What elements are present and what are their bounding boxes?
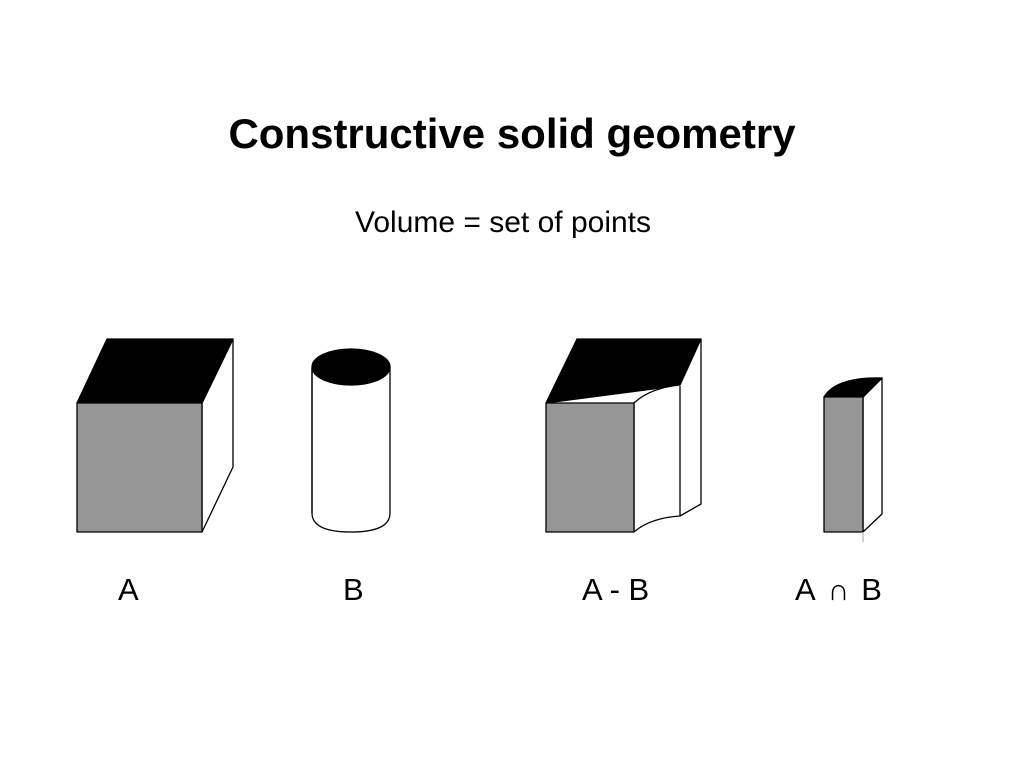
shape-amb-cut-surface <box>633 338 702 533</box>
label-a-minus-b: A - B <box>582 572 650 607</box>
shape-aib-top-face <box>823 377 883 398</box>
label-aib-right: B <box>861 572 882 607</box>
shape-a-minus-b <box>545 338 702 533</box>
shape-aib-front-face <box>823 396 864 533</box>
intersection-symbol: ∩ <box>827 574 850 607</box>
shape-b-body <box>311 367 391 533</box>
slide-title: Constructive solid geometry <box>228 110 796 157</box>
shape-b-top-cap <box>311 348 391 386</box>
shape-a-front-face <box>76 402 203 533</box>
label-aib-left: A <box>795 572 816 607</box>
shape-aib-side-face <box>862 377 883 533</box>
label-a: A <box>118 572 139 607</box>
shape-b-cylinder <box>311 348 391 533</box>
slide-subtitle: Volume = set of points <box>354 206 651 239</box>
shape-a-intersect-b <box>823 377 883 542</box>
label-b: B <box>343 572 364 607</box>
label-a-intersect-b: A ∩ B <box>795 570 882 611</box>
shape-amb-front-face <box>545 402 635 533</box>
shape-a-box <box>76 338 234 533</box>
